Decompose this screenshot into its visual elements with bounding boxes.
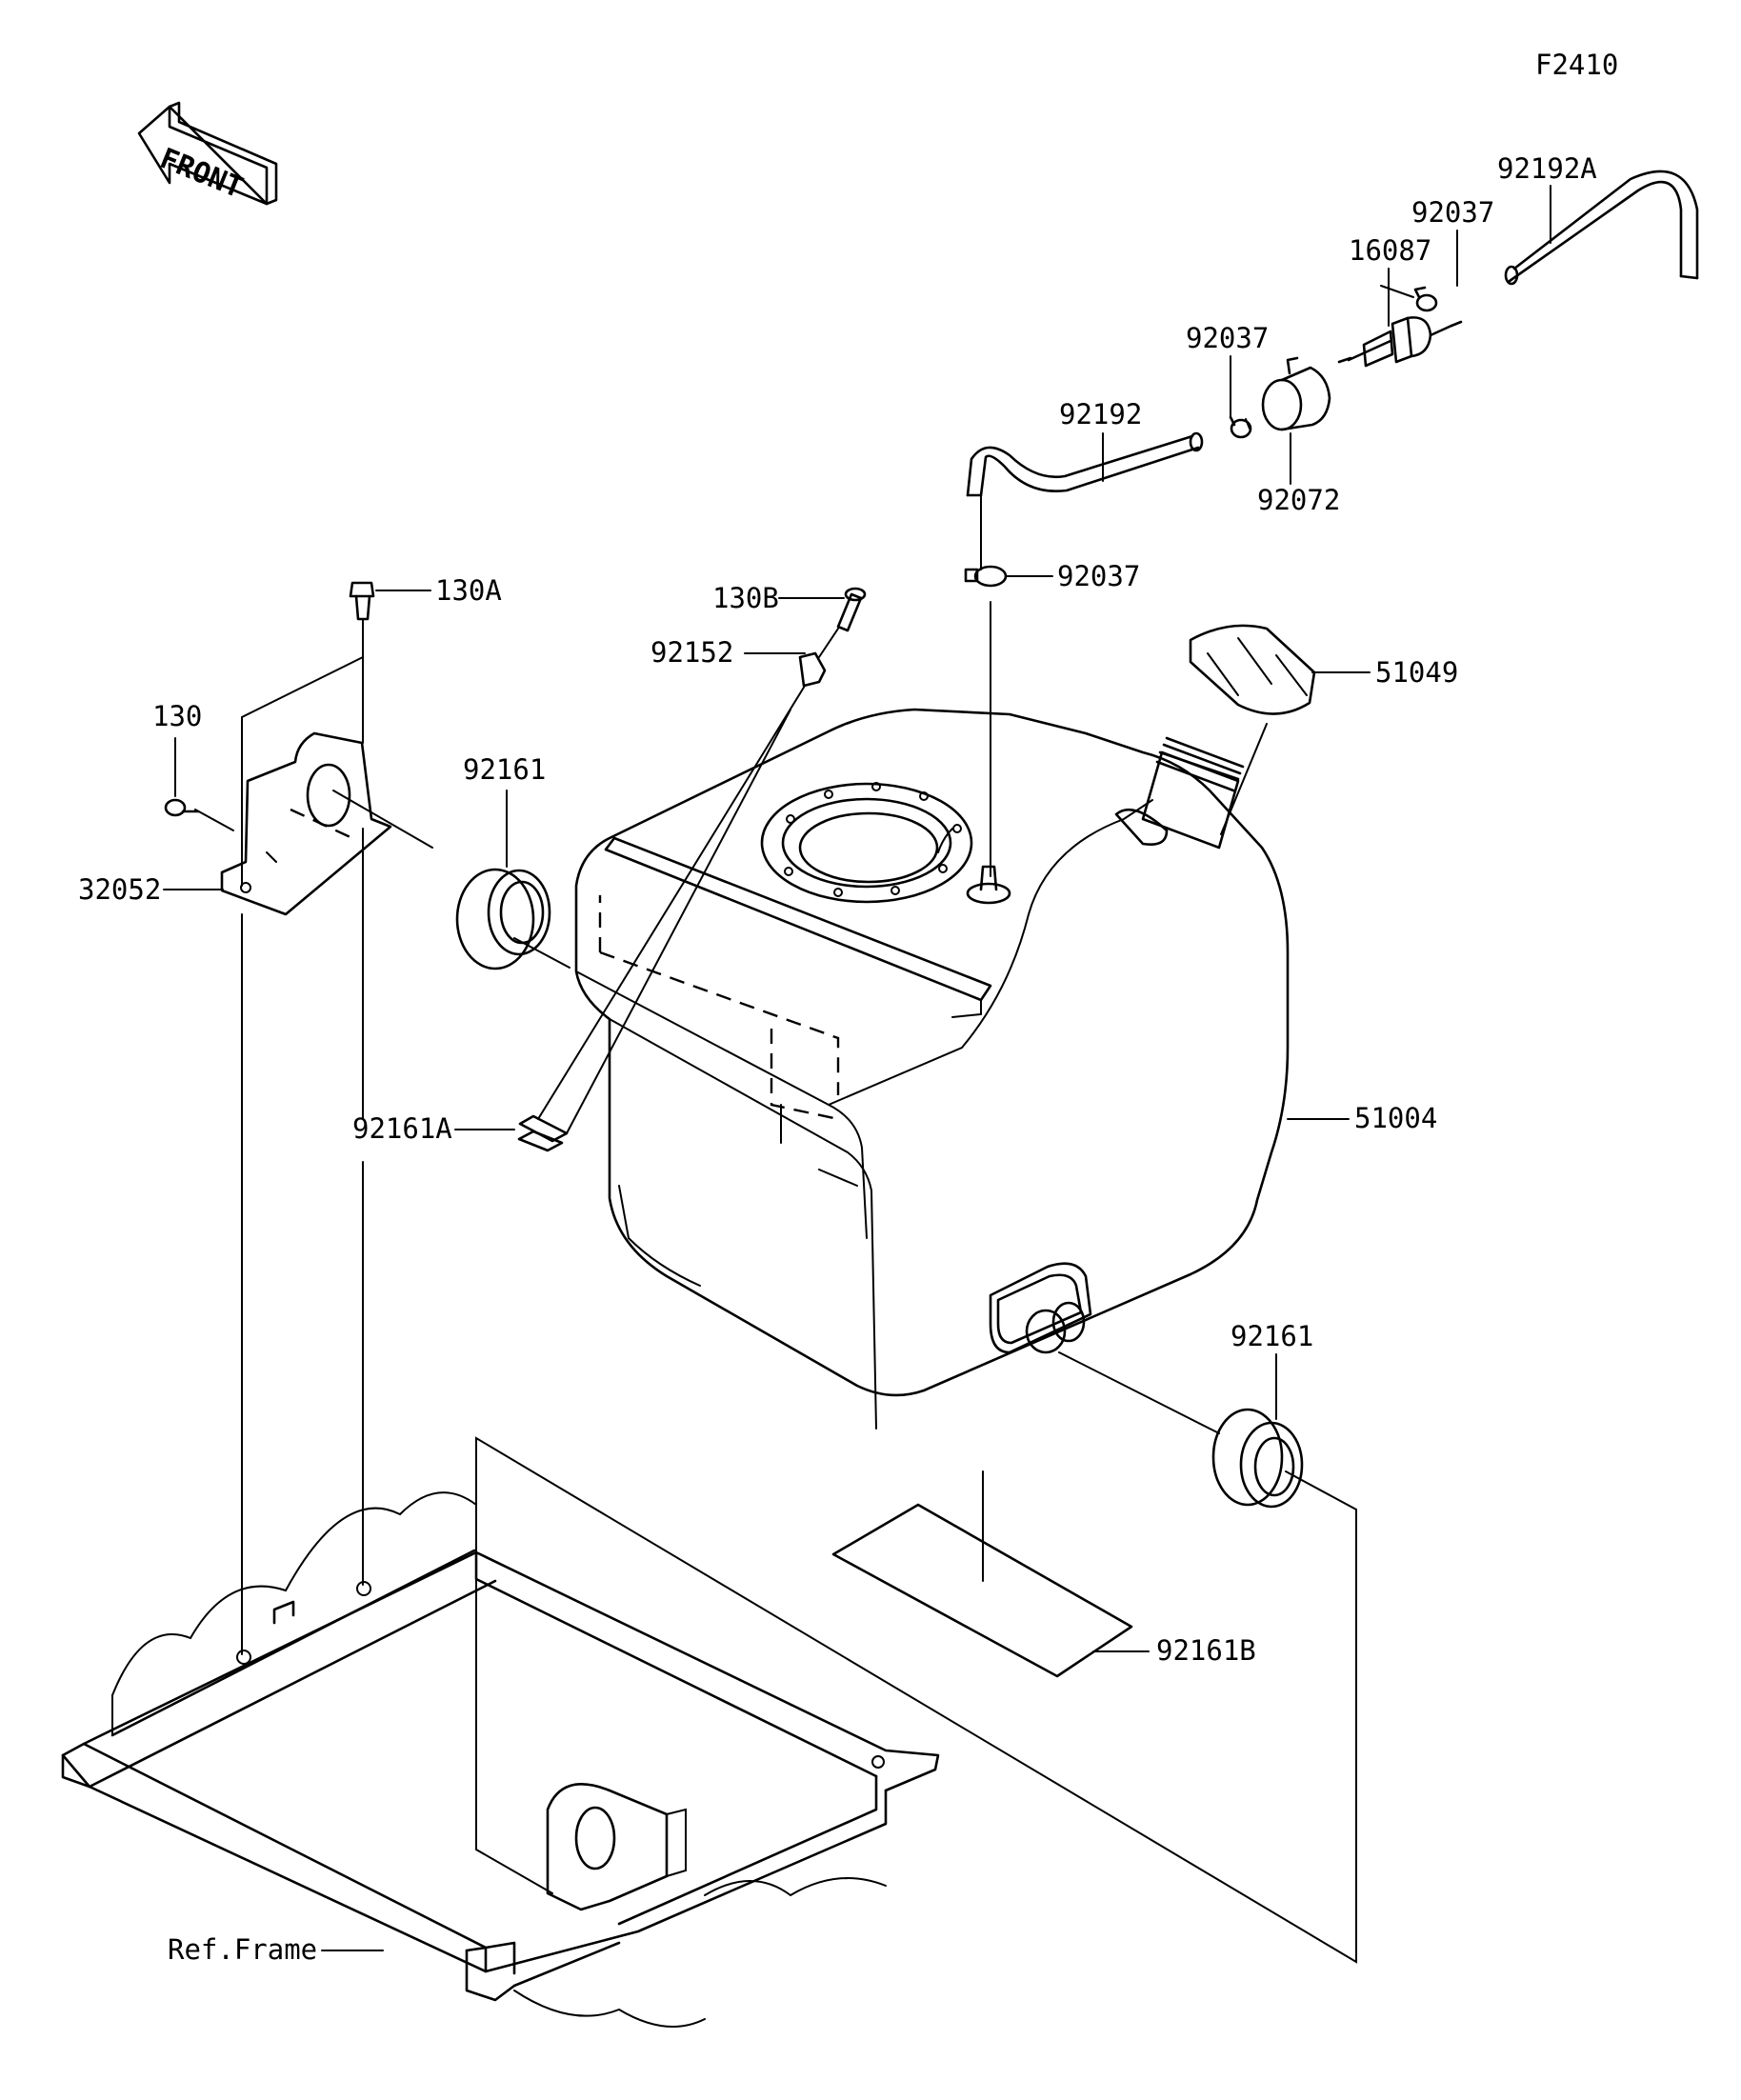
pad-92161b bbox=[831, 1503, 1133, 1678]
label-92192a: 92192A bbox=[1497, 152, 1597, 185]
callout-51004: 51004 bbox=[1287, 1102, 1437, 1134]
bolt-130 bbox=[164, 798, 200, 817]
callout-92161a: 92161A bbox=[352, 1112, 515, 1145]
label-130b: 130B bbox=[712, 582, 779, 614]
callout-ref-frame: Ref.Frame bbox=[168, 1933, 384, 1966]
fuel-cap bbox=[1189, 624, 1316, 715]
front-arrow-icon: FRONT bbox=[137, 101, 278, 206]
label-92161b: 92161B bbox=[1156, 1634, 1256, 1667]
label-92037-a: 92037 bbox=[1411, 196, 1494, 229]
diagram-id: F2410 bbox=[1535, 49, 1618, 81]
callout-92161b: 92161B bbox=[1092, 1634, 1256, 1667]
callout-130a: 130A bbox=[375, 574, 502, 607]
label-ref-frame: Ref.Frame bbox=[168, 1933, 317, 1966]
callout-92037-c: 92037 bbox=[1005, 560, 1140, 592]
callout-92161-a: 92161 bbox=[463, 753, 546, 868]
clamp-92037-middle bbox=[1229, 415, 1252, 439]
label-92161-a: 92161 bbox=[463, 753, 546, 786]
fuel-tank bbox=[574, 708, 1290, 1430]
bolt-130a bbox=[349, 581, 375, 621]
callout-92037-a: 92037 bbox=[1411, 196, 1494, 287]
flange-bolt-holes bbox=[784, 782, 962, 897]
label-92037-c: 92037 bbox=[1057, 560, 1140, 592]
callout-16087: 16087 bbox=[1349, 234, 1431, 327]
hose-92192 bbox=[966, 431, 1204, 497]
callout-92152: 92152 bbox=[650, 636, 806, 669]
leader-lines bbox=[194, 285, 1414, 1964]
pad-92161a bbox=[517, 1114, 569, 1152]
frame bbox=[61, 1491, 940, 2028]
label-32052: 32052 bbox=[78, 873, 161, 906]
label-130: 130 bbox=[152, 700, 202, 732]
callout-32052: 32052 bbox=[78, 873, 224, 906]
label-51049: 51049 bbox=[1375, 656, 1458, 689]
label-92152: 92152 bbox=[650, 636, 733, 669]
collar-92152 bbox=[798, 651, 827, 688]
label-92161-b: 92161 bbox=[1231, 1320, 1313, 1352]
callout-92161-b: 92161 bbox=[1231, 1320, 1313, 1420]
collar-92072 bbox=[1261, 356, 1331, 431]
callout-130: 130 bbox=[152, 700, 202, 797]
callout-130b: 130B bbox=[712, 582, 845, 614]
clamp-92037-upper bbox=[1413, 286, 1438, 312]
label-92161a: 92161A bbox=[352, 1112, 452, 1145]
grommet-92161-left bbox=[455, 868, 551, 970]
callout-92192a: 92192A bbox=[1497, 152, 1597, 244]
label-51004: 51004 bbox=[1354, 1102, 1437, 1134]
clamp-92037-lower bbox=[964, 565, 1008, 588]
label-92192: 92192 bbox=[1059, 398, 1142, 430]
fuel-filter bbox=[1337, 316, 1463, 368]
callout-92192: 92192 bbox=[1059, 398, 1142, 482]
bracket-32052 bbox=[220, 731, 392, 916]
label-92072: 92072 bbox=[1257, 484, 1340, 516]
bolt-130b bbox=[836, 587, 867, 632]
grommet-92161-right bbox=[1211, 1408, 1304, 1509]
hose-92192a bbox=[1504, 170, 1699, 286]
label-16087: 16087 bbox=[1349, 234, 1431, 267]
callout-92072: 92072 bbox=[1257, 432, 1340, 516]
label-92037-b: 92037 bbox=[1186, 322, 1269, 354]
label-130a: 130A bbox=[435, 574, 502, 607]
callout-92037-b: 92037 bbox=[1186, 322, 1269, 418]
callout-51049: 51049 bbox=[1311, 656, 1458, 689]
